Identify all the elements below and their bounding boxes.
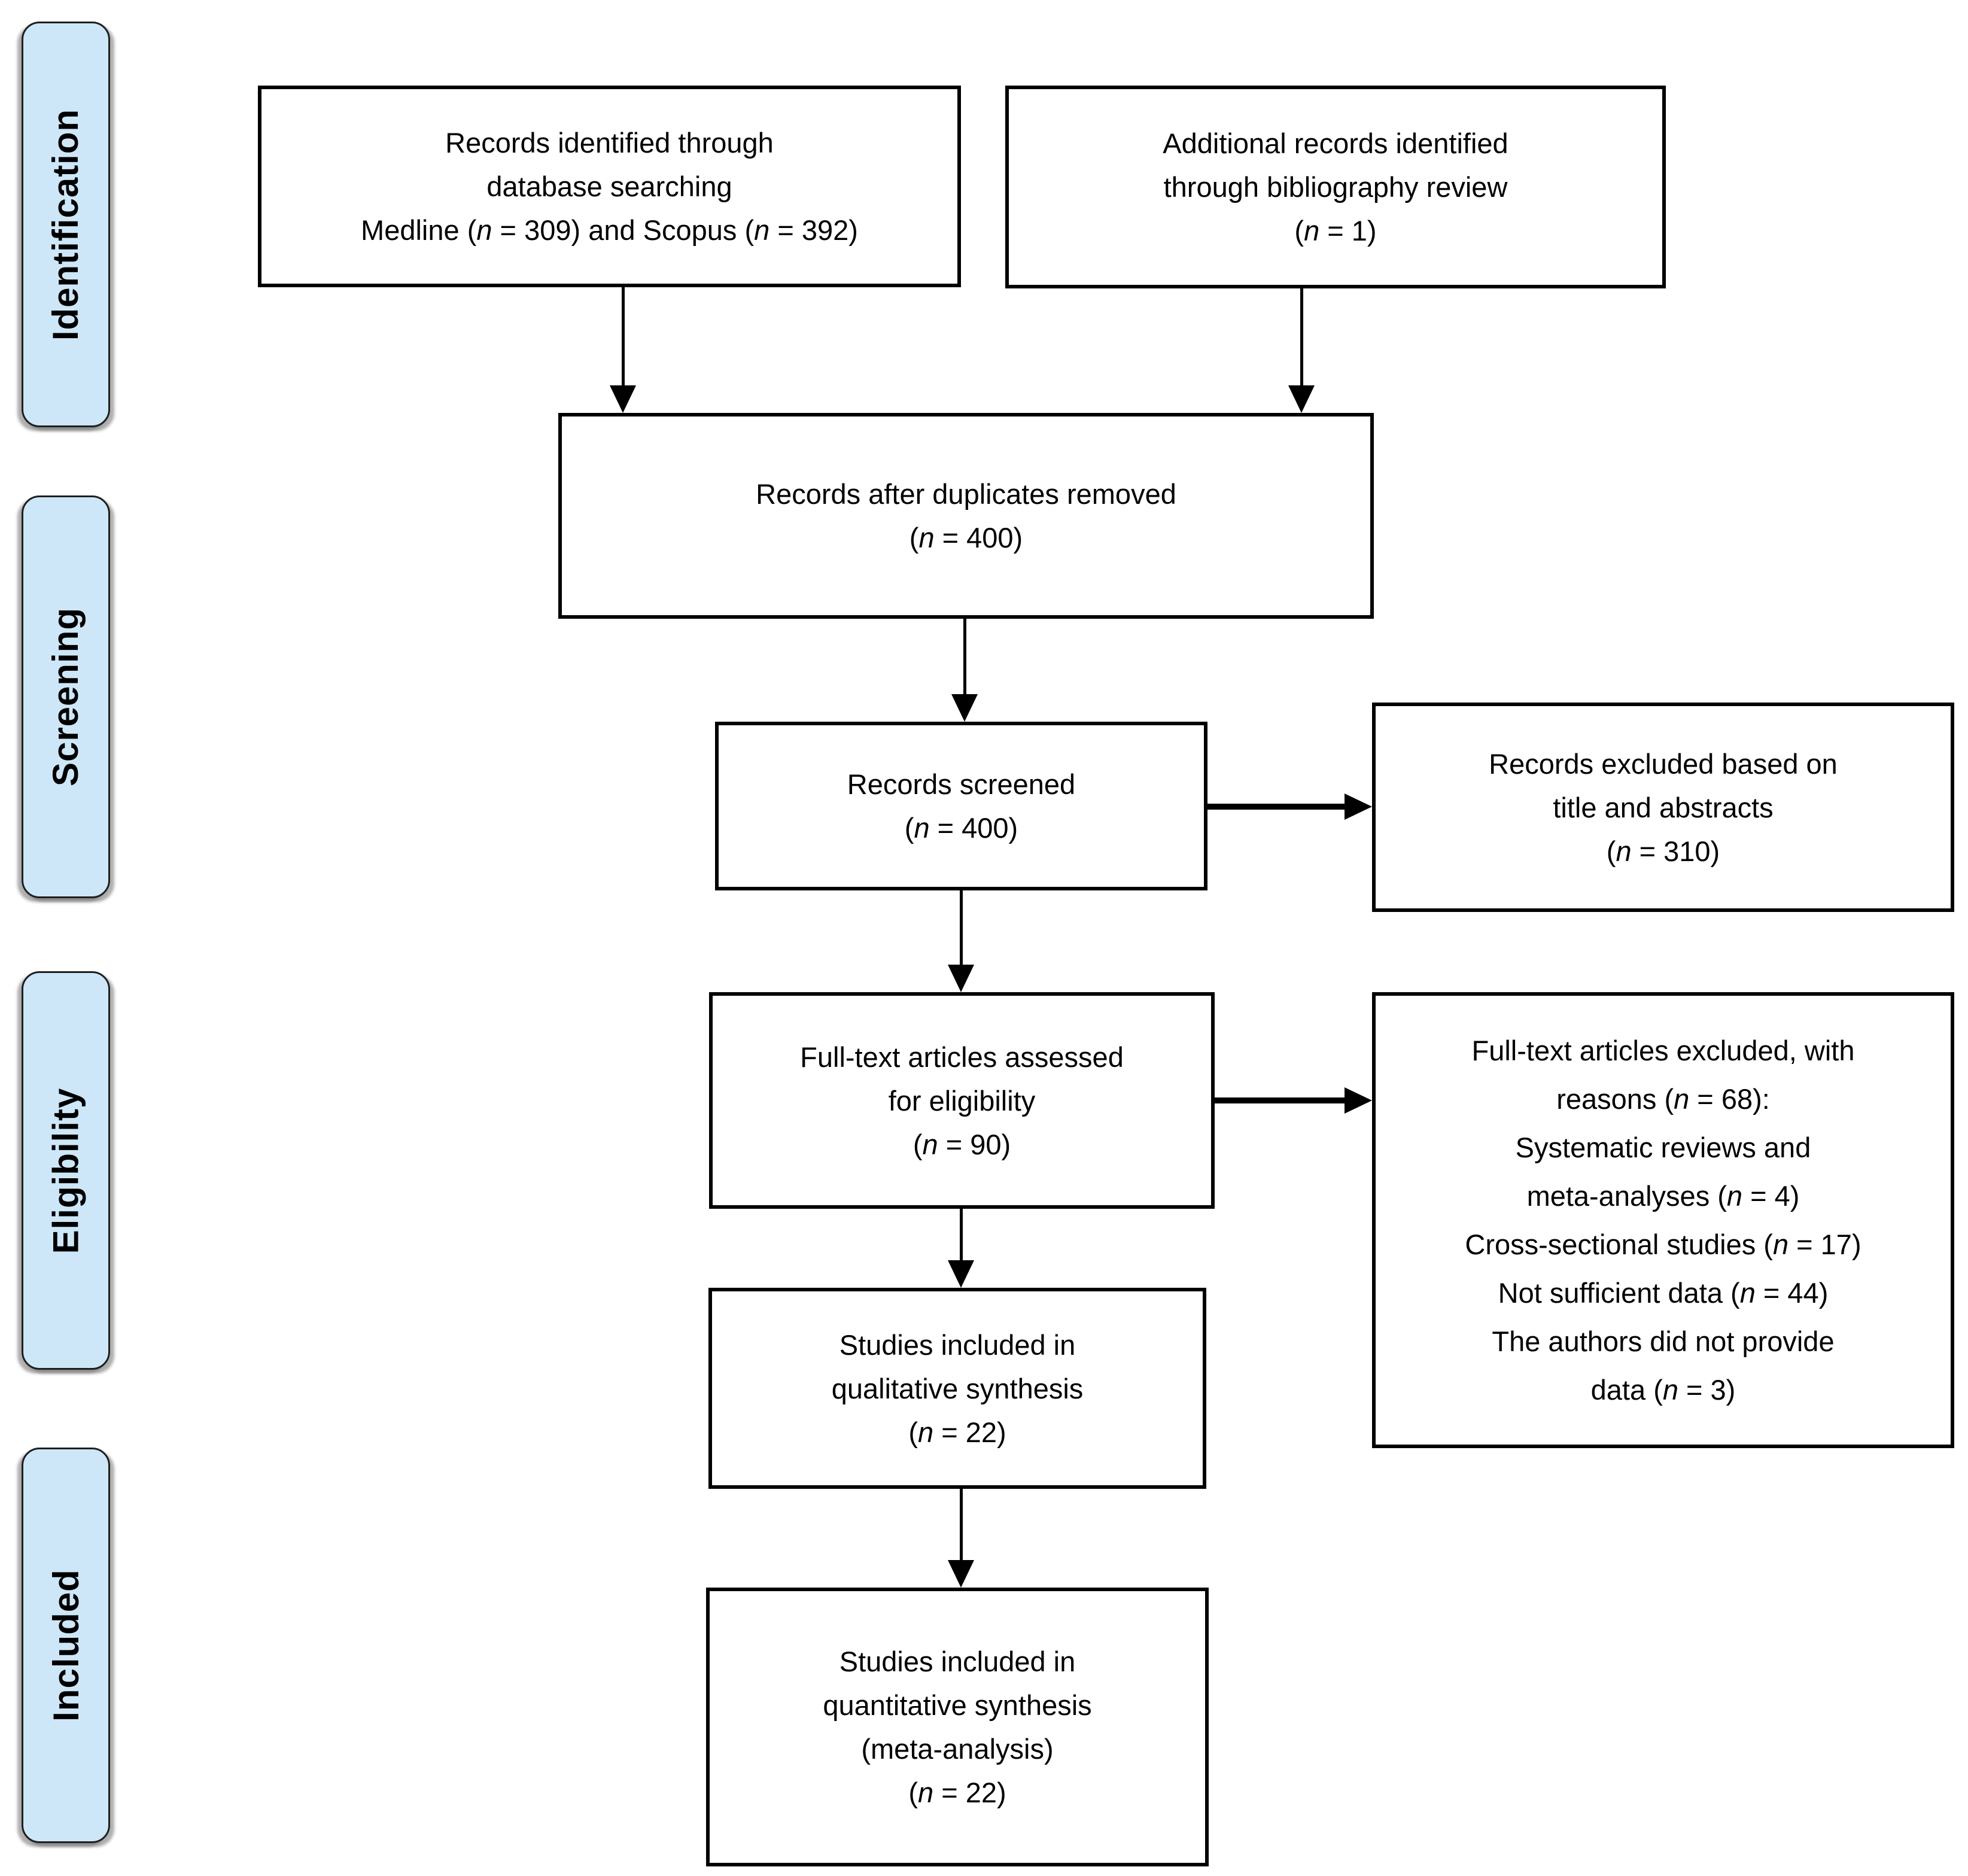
arrowhead-down-icon <box>948 1560 974 1588</box>
box-text-line: quantitative synthesis <box>823 1689 1092 1721</box>
box-records-screened: Records screened (n = 400) <box>715 722 1207 890</box>
stage-label-screening-text: Screening <box>45 607 86 787</box>
arrowhead-right-icon <box>1345 1087 1372 1114</box>
arrow-screened-to-fulltext <box>960 890 963 966</box>
box-text-line: qualitative synthesis <box>831 1372 1084 1404</box>
box-records-identified: Records identified through database sear… <box>258 86 961 287</box>
box-text-line: database searching <box>486 171 732 202</box>
box-text-line: meta-analyses (n = 4) <box>1526 1180 1800 1212</box>
arrowhead-down-icon <box>951 694 978 722</box>
box-text-line: title and abstracts <box>1553 791 1774 823</box>
arrow-fulltext-to-qualitative <box>960 1209 963 1261</box>
box-text-line: Cross-sectional studies (n = 17) <box>1465 1229 1861 1260</box>
stage-label-eligibility-text: Eligibility <box>45 1087 86 1254</box>
arrowhead-down-icon <box>948 965 974 992</box>
stage-label-identification-text: Identification <box>45 108 86 340</box>
stage-label-identification: Identification <box>22 22 110 427</box>
box-text-line: Additional records identified <box>1163 127 1508 159</box>
box-text-line: Full-text articles assessed <box>800 1041 1124 1073</box>
box-text-line: (n = 1) <box>1294 215 1377 247</box>
arrow-qualitative-to-quantitative <box>960 1489 963 1561</box>
box-additional-records: Additional records identified through bi… <box>1005 86 1666 288</box>
box-text-line: Studies included in <box>839 1328 1076 1361</box>
box-records-after-duplicates-removed: Records after duplicates removed (n = 40… <box>558 413 1374 619</box>
stage-label-included: Included <box>22 1448 110 1843</box>
box-fulltext-excluded-reasons: Full-text articles excluded, with reason… <box>1372 992 1954 1448</box>
box-qualitative-synthesis: Studies included in qualitative synthesi… <box>708 1288 1206 1489</box>
box-quantitative-synthesis: Studies included in quantitative synthes… <box>706 1588 1209 1866</box>
box-text-line: (n = 310) <box>1606 835 1720 867</box>
box-text-line: Records screened <box>847 768 1076 800</box>
box-text-line: for eligibility <box>888 1084 1036 1117</box>
box-records-excluded-title-abstracts: Records excluded based on title and abst… <box>1372 703 1954 912</box>
box-text-line: (n = 400) <box>909 522 1023 554</box>
box-fulltext-assessed: Full-text articles assessed for eligibil… <box>709 992 1215 1209</box>
box-text-line: (n = 22) <box>908 1777 1006 1808</box>
stage-label-eligibility: Eligibility <box>22 971 110 1370</box>
arrowhead-down-icon <box>948 1260 974 1288</box>
box-text-line: (n = 90) <box>912 1128 1011 1160</box>
box-text-line: data (n = 3) <box>1590 1374 1736 1406</box>
arrow-identified-to-deduplicated <box>622 287 625 387</box>
arrow-deduplicated-to-screened <box>963 619 966 695</box>
arrowhead-right-icon <box>1345 793 1372 820</box>
box-text-line: Full-text articles excluded, with <box>1471 1035 1855 1066</box>
arrowhead-down-icon <box>1288 385 1315 413</box>
arrow-screened-to-excluded <box>1207 804 1347 810</box>
arrowhead-down-icon <box>610 385 636 413</box>
box-text-line: reasons (n = 68): <box>1556 1083 1770 1115</box>
box-text-line: Systematic reviews and <box>1515 1132 1811 1163</box>
box-text-line: through bibliography review <box>1163 171 1508 203</box>
box-text-line: (n = 400) <box>904 812 1018 844</box>
box-text-line: Records after duplicates removed <box>756 478 1176 510</box>
box-text-line: Records identified through <box>445 127 774 159</box>
box-text-line: Not sufficient data (n = 44) <box>1498 1277 1829 1309</box>
box-text-line: Studies included in <box>839 1646 1076 1677</box>
box-text-line: (n = 22) <box>908 1416 1006 1448</box>
box-text-line: (meta-analysis) <box>861 1733 1054 1765</box>
stage-label-screening: Screening <box>22 495 110 898</box>
box-text-line: Medline (n = 309) and Scopus (n = 392) <box>361 214 858 246</box>
stage-label-included-text: Included <box>45 1569 86 1722</box>
arrow-additional-to-deduplicated <box>1300 288 1303 387</box>
arrow-fulltext-to-excluded <box>1215 1097 1347 1103</box>
box-text-line: The authors did not provide <box>1492 1325 1835 1357</box>
box-text-line: Records excluded based on <box>1489 747 1838 780</box>
